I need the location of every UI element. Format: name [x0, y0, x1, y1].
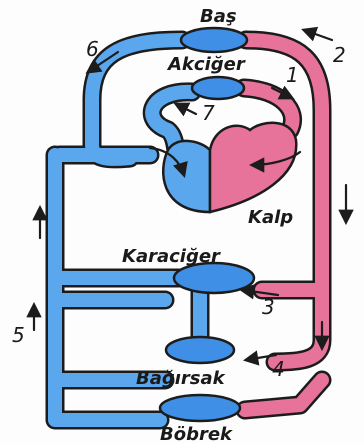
label-heart: Kalp — [248, 207, 293, 228]
number-1: 1 — [286, 63, 299, 87]
heart — [163, 123, 296, 212]
arrow-2 — [304, 30, 332, 40]
kidney-organ — [160, 395, 240, 421]
head-organ — [181, 28, 247, 52]
venous-vessels — [55, 40, 200, 420]
number-3: 3 — [262, 295, 275, 319]
label-head: Baş — [200, 6, 237, 27]
number-2: 2 — [333, 43, 346, 67]
lung-organ — [192, 77, 244, 99]
intestine-organ — [166, 337, 234, 363]
number-5: 5 — [12, 323, 25, 347]
number-7: 7 — [202, 101, 215, 125]
label-intestine: Bağırsak — [136, 368, 226, 389]
number-4: 4 — [272, 357, 285, 381]
label-kidney: Böbrek — [160, 424, 233, 443]
label-liver: Karaciğer — [122, 246, 221, 267]
liver-organ — [174, 263, 254, 293]
arrow-7 — [176, 104, 196, 114]
number-6: 6 — [86, 37, 99, 61]
label-lungs: Akciğer — [166, 54, 246, 75]
